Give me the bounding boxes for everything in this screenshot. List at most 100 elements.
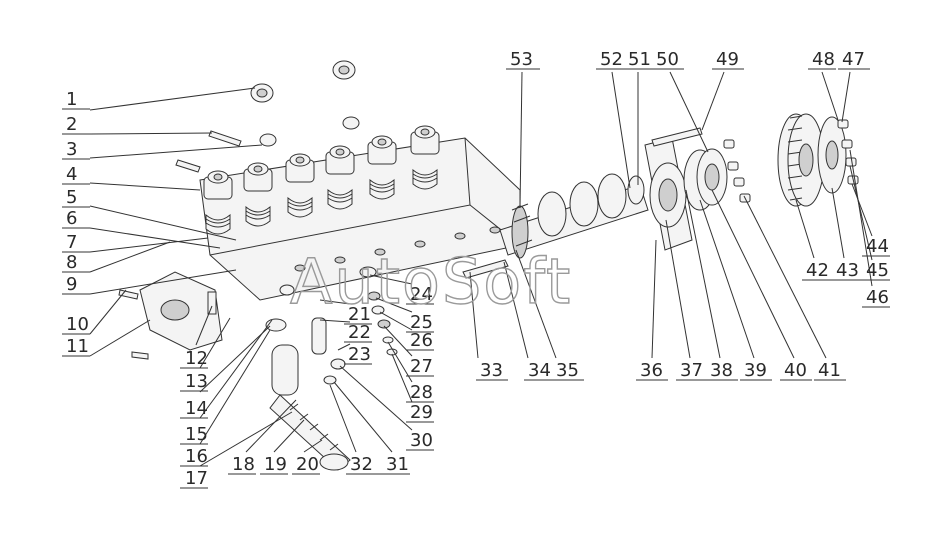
delivery-valve-3 <box>285 153 315 218</box>
delivery-valve-1 <box>203 170 233 235</box>
delivery-valve-5 <box>367 135 397 200</box>
leader-line-23 <box>337 343 351 351</box>
callout-29: 29 <box>410 402 433 423</box>
callout-20: 20 <box>296 454 319 475</box>
leader-line-20 <box>303 439 323 453</box>
callout-3: 3 <box>66 139 77 160</box>
callout-40: 40 <box>784 360 807 381</box>
callout-23: 23 <box>348 344 371 365</box>
leader-line-11 <box>89 319 151 357</box>
leader-line-24 <box>369 274 413 285</box>
leader-line-28 <box>387 341 413 383</box>
leader-line-8 <box>89 241 171 273</box>
leader-line-49 <box>701 71 725 131</box>
nut-top-left <box>250 83 274 103</box>
leader-line-52 <box>611 71 631 189</box>
leader-lines <box>62 68 890 489</box>
callout-49: 49 <box>716 49 739 70</box>
callout-44: 44 <box>866 236 889 257</box>
leader-line-42 <box>795 199 815 259</box>
callout-32: 32 <box>350 454 373 475</box>
callout-38: 38 <box>710 360 733 381</box>
callout-30: 30 <box>410 430 433 451</box>
pump-assembly-drawing <box>118 60 859 471</box>
callout-14: 14 <box>185 398 208 419</box>
feed-pump <box>118 271 223 360</box>
callout-27: 27 <box>410 356 433 377</box>
callout-35: 35 <box>556 360 579 381</box>
leader-line-50 <box>669 71 709 153</box>
callout-7: 7 <box>66 232 77 253</box>
callout-2: 2 <box>66 114 77 135</box>
drive-gear <box>777 113 825 207</box>
bolt-2 <box>208 130 242 147</box>
callout-31: 31 <box>386 454 409 475</box>
leader-line-14 <box>199 325 271 393</box>
leader-line-29 <box>391 353 413 403</box>
washer-32 <box>323 375 337 385</box>
leader-line-22 <box>319 319 351 323</box>
callout-24: 24 <box>410 284 433 305</box>
leader-line-44 <box>851 183 873 237</box>
callout-28: 28 <box>410 382 433 403</box>
callout-45: 45 <box>866 260 889 281</box>
small-bolts-41 <box>723 139 751 203</box>
leader-line-15 <box>199 319 273 419</box>
callout-12: 12 <box>185 348 208 369</box>
watermark-text: AutoSoft <box>290 245 572 318</box>
leader-line-30 <box>339 365 413 431</box>
callout-48: 48 <box>812 49 835 70</box>
leader-line-10 <box>89 289 127 335</box>
leader-line-31 <box>333 381 393 453</box>
callout-22: 22 <box>348 322 371 343</box>
callout-10: 10 <box>66 314 89 335</box>
leader-line-41 <box>743 195 827 359</box>
leader-line-2 <box>89 132 213 135</box>
callout-21: 21 <box>348 304 371 325</box>
bolt-49 <box>651 127 703 147</box>
small-bolt-22 <box>311 317 327 355</box>
callout-43: 43 <box>836 260 859 281</box>
leader-line-38 <box>685 189 721 359</box>
leader-line-34 <box>503 261 529 359</box>
housing-holes <box>294 226 501 272</box>
callout-8: 8 <box>66 252 77 273</box>
leader-line-47 <box>841 71 851 123</box>
leader-line-35 <box>515 249 557 359</box>
delivery-valve-6 <box>410 125 440 190</box>
leader-line-25 <box>375 297 413 313</box>
leader-line-18 <box>245 399 297 453</box>
leader-line-3 <box>89 144 263 159</box>
leader-line-33 <box>469 271 479 359</box>
key-33 <box>462 259 509 279</box>
callout-18: 18 <box>232 454 255 475</box>
callout-41: 41 <box>818 360 841 381</box>
callout-9: 9 <box>66 274 77 295</box>
callout-4: 4 <box>66 164 77 185</box>
leader-line-48 <box>821 71 839 121</box>
leader-line-16 <box>199 329 271 445</box>
callout-51: 51 <box>628 49 651 70</box>
leader-line-7 <box>89 237 209 253</box>
coupling-hub <box>817 116 859 194</box>
leader-line-45 <box>849 165 873 261</box>
callout-39: 39 <box>744 360 767 381</box>
leader-line-17 <box>199 411 293 467</box>
callout-17: 17 <box>185 468 208 489</box>
gasket-39-40 <box>683 148 728 211</box>
callout-37: 37 <box>680 360 703 381</box>
callout-53: 53 <box>510 49 533 70</box>
leader-line-6 <box>89 227 221 249</box>
washer-3 <box>259 133 277 147</box>
callout-11: 11 <box>66 336 89 357</box>
callout-13: 13 <box>185 371 208 392</box>
leader-line-4 <box>89 182 201 191</box>
callout-34: 34 <box>528 360 551 381</box>
washer-31 <box>330 358 346 370</box>
leader-line-21 <box>319 299 351 305</box>
leader-line-43 <box>831 187 845 259</box>
leader-line-37 <box>665 219 691 359</box>
leader-line-1 <box>89 87 256 111</box>
nut-top-center <box>332 60 356 80</box>
